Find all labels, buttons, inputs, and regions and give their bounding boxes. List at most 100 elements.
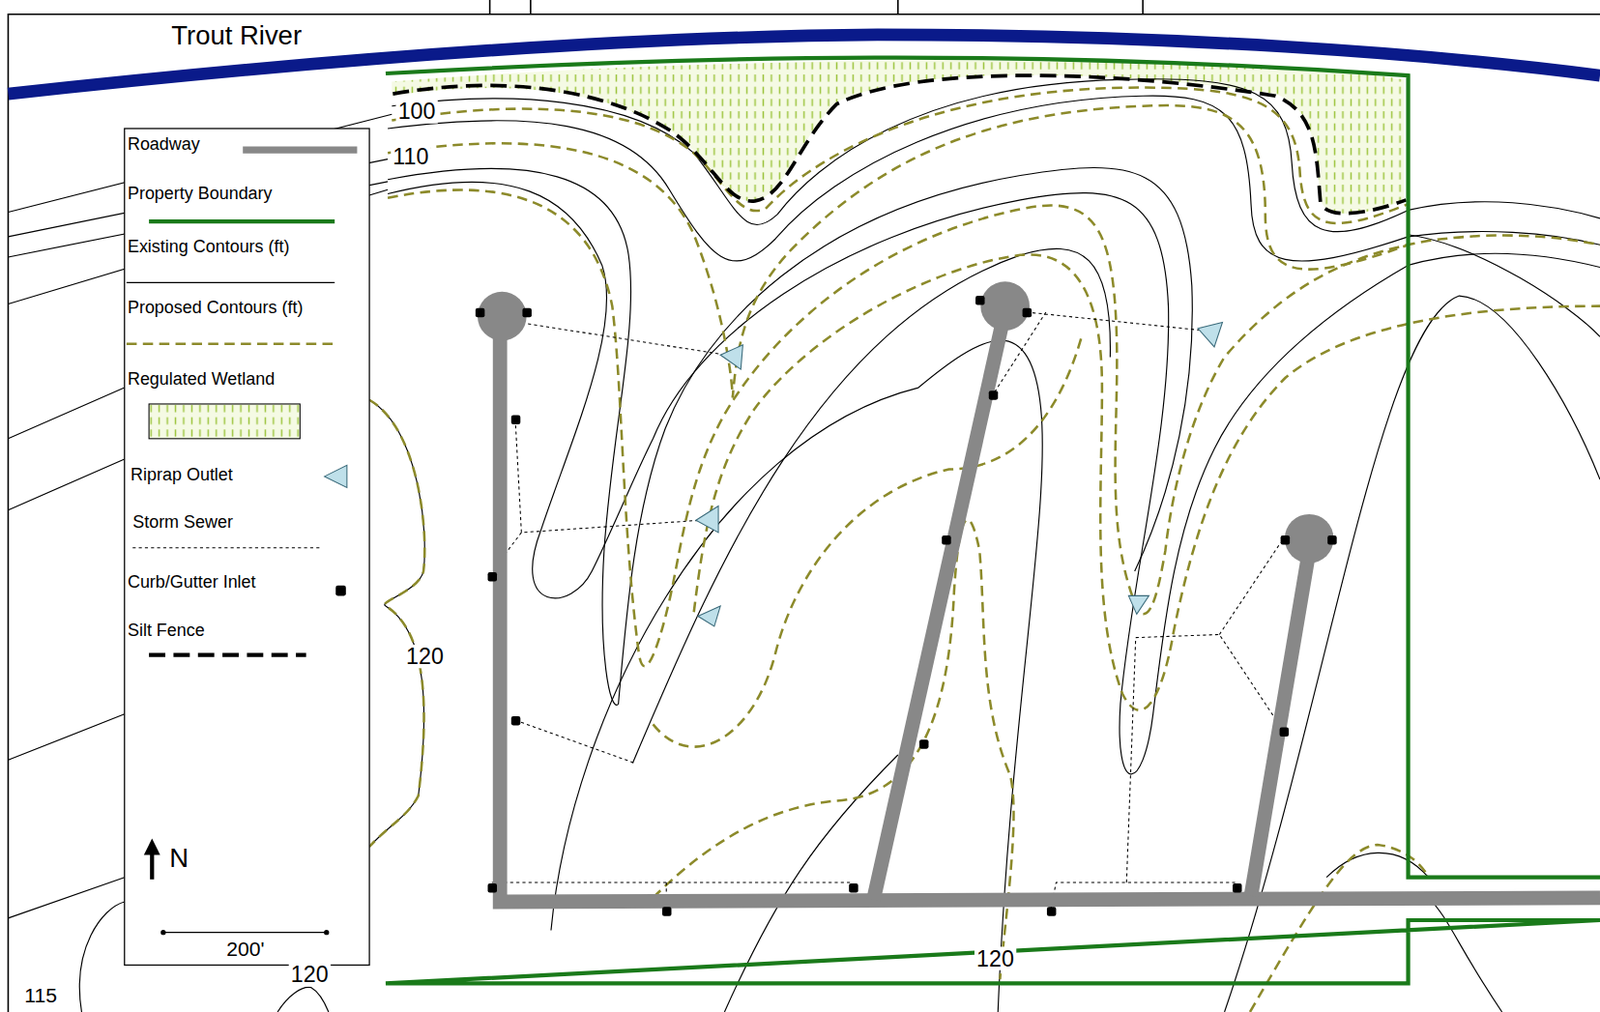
legend-text: Riprap Outlet — [130, 465, 233, 485]
cul-de-sac — [477, 281, 1335, 563]
existing-contour — [1408, 234, 1600, 338]
curb-inlet — [1280, 727, 1289, 737]
curb-inlet — [1327, 535, 1337, 545]
legend-text: Existing Contours (ft) — [127, 237, 291, 257]
existing-contour — [277, 987, 329, 1012]
curb-inlet — [1232, 883, 1242, 893]
curb-inlet — [475, 295, 1338, 917]
proposed-contour — [387, 189, 1600, 667]
proposed-contour — [1250, 844, 1429, 1012]
legend-box — [148, 404, 300, 439]
legend-box — [324, 465, 348, 488]
proposed-contour — [653, 520, 1015, 981]
legend-box — [132, 547, 322, 549]
riprap-outlet — [1128, 595, 1149, 614]
riprap-outlet — [696, 322, 1223, 628]
property-boundary — [385, 58, 1600, 985]
contour-label: 110 — [390, 145, 431, 169]
legend-box — [149, 850, 154, 880]
existing-contour — [79, 901, 124, 1012]
curb-inlet — [511, 716, 521, 726]
map-frame — [7, 0, 1600, 1012]
storm-sewer — [992, 312, 1204, 395]
legend-box — [160, 930, 166, 935]
contour-label: 120 — [974, 946, 1017, 970]
legend-box — [335, 585, 347, 597]
cul-de-sac — [980, 281, 1030, 331]
legend-box — [126, 342, 335, 346]
existing-contour — [369, 400, 425, 847]
existing-contour — [387, 168, 1193, 706]
legend-text: Proposed Contours (ft) — [127, 298, 304, 318]
proposed-contour — [694, 254, 1600, 710]
legend-text: Roadway — [127, 135, 201, 154]
existing-contour — [7, 79, 1600, 1012]
map-frame — [7, 14, 1600, 1012]
proposed-contour — [387, 105, 1408, 399]
riprap-outlet — [1197, 322, 1222, 348]
curb-inlet — [475, 308, 485, 318]
curb-inlet — [488, 883, 497, 893]
storm-sewer — [1050, 638, 1237, 909]
legend-text: Storm Sewer — [132, 513, 233, 532]
storm-sewer — [1135, 542, 1284, 731]
curb-inlet — [1022, 308, 1032, 318]
cul-de-sac — [477, 291, 527, 342]
curb-inlet — [975, 295, 985, 305]
proposed-contour — [653, 336, 1082, 747]
legend-text: Regulated Wetland — [127, 370, 275, 389]
storm-sewer — [492, 419, 700, 572]
curb-inlet — [488, 572, 497, 582]
curb-inlet — [989, 390, 998, 400]
riprap-outlet — [720, 345, 743, 370]
existing-contour — [7, 387, 124, 919]
curb-inlet — [919, 739, 929, 749]
roadway — [499, 316, 1600, 902]
north-label: N — [169, 844, 189, 873]
roadway — [499, 306, 1600, 902]
curb-inlet — [1047, 906, 1056, 916]
proposed-contour — [369, 400, 425, 847]
legend-box — [126, 282, 335, 284]
proposed-contour — [369, 87, 1600, 1012]
cul-de-sac — [1284, 514, 1335, 564]
legend-box — [144, 839, 161, 856]
legend-box — [242, 145, 357, 153]
contour-label: 100 — [396, 99, 438, 123]
curb-inlet — [941, 535, 951, 545]
proposed-contour — [391, 87, 1408, 224]
legend-box — [323, 930, 329, 935]
legend-text: Curb/Gutter Inlet — [127, 573, 257, 592]
curb-inlet — [1280, 535, 1290, 545]
roadway — [1250, 538, 1311, 896]
existing-contour — [391, 79, 1600, 233]
legend-box — [124, 128, 370, 965]
curb-inlet — [522, 308, 531, 318]
existing-contour — [387, 181, 1600, 775]
existing-contour — [632, 248, 1110, 763]
roadway — [872, 306, 1006, 901]
existing-contour — [1428, 898, 1503, 1012]
existing-contour — [1326, 852, 1429, 877]
silt-fence — [392, 75, 1406, 214]
legend-box — [148, 219, 335, 224]
curb-inlet — [662, 906, 671, 916]
legend-text: Silt Fence — [127, 621, 205, 640]
legend-box — [163, 931, 327, 933]
contour-label: 120 — [289, 962, 331, 987]
scale-label: 200' — [226, 938, 264, 960]
storm-sewer — [515, 720, 635, 763]
legend-box — [124, 128, 370, 965]
curb-inlet — [511, 415, 521, 425]
curb-inlet — [848, 883, 858, 893]
riprap-outlet — [698, 606, 721, 627]
storm-sewer — [479, 312, 1284, 908]
contour-label: 120 — [404, 644, 446, 669]
wetland-area — [391, 59, 1404, 214]
map-frame — [490, 0, 1144, 15]
river-name: Trout River — [171, 22, 302, 51]
legend-text: Property Boundary — [127, 184, 273, 204]
riprap-outlet — [696, 505, 719, 532]
